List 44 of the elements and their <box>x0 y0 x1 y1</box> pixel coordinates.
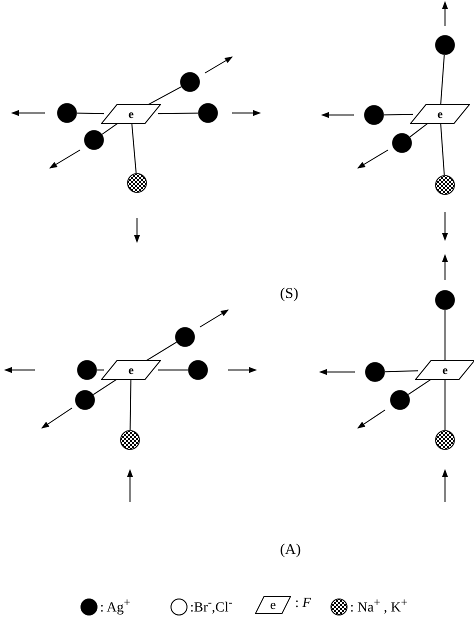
mode-label: (A) <box>280 542 301 559</box>
ion-circle <box>175 327 195 347</box>
connector-line <box>444 380 446 430</box>
connector-line <box>76 112 105 114</box>
connector-line <box>130 380 132 430</box>
legend-text: :Br$^{-}$,Cl$^{-}$ <box>190 596 232 617</box>
legend-text: : Na$^{+}$ , K$^{+}$ <box>350 596 408 617</box>
connector-line <box>144 342 177 362</box>
connector-line <box>384 370 419 372</box>
connector-line <box>131 124 137 174</box>
ion-circle <box>365 362 385 382</box>
parallelogram-box: e <box>410 104 470 124</box>
connector-line <box>409 122 429 138</box>
parallelogram-box: e <box>415 360 474 380</box>
ion-circle <box>198 103 218 123</box>
ion-circle <box>392 133 412 153</box>
connector-line <box>408 378 432 395</box>
ion-circle <box>188 360 208 380</box>
ion-circle <box>180 72 200 92</box>
parallelogram-box: e <box>101 104 161 124</box>
connector-line <box>440 124 445 176</box>
connector-line <box>102 122 119 135</box>
checkered-ion-circle <box>127 173 147 193</box>
checkered-ion-circle <box>435 175 455 195</box>
connector-line <box>384 114 414 116</box>
checkered-ion-circle <box>120 430 140 450</box>
ion-circle <box>57 103 77 123</box>
connector-line <box>444 310 446 360</box>
mode-label: (S) <box>280 286 298 303</box>
checkered-ion-circle <box>435 430 455 450</box>
parallelogram-swatch: e <box>255 596 291 614</box>
ion-circle <box>435 290 455 310</box>
parallelogram-box: e <box>101 360 161 380</box>
ion-circle <box>435 35 455 55</box>
ion-circle <box>364 105 384 125</box>
ion-circle <box>84 130 104 150</box>
connector-line <box>440 54 445 104</box>
legend-text: : Ag$^{+}$ <box>100 596 130 617</box>
ion-circle <box>75 390 95 410</box>
connector-line <box>157 112 198 114</box>
connector-line <box>92 378 118 396</box>
ion-circle <box>390 390 410 410</box>
legend-text: : F <box>295 596 311 612</box>
ion-circle <box>77 360 97 380</box>
